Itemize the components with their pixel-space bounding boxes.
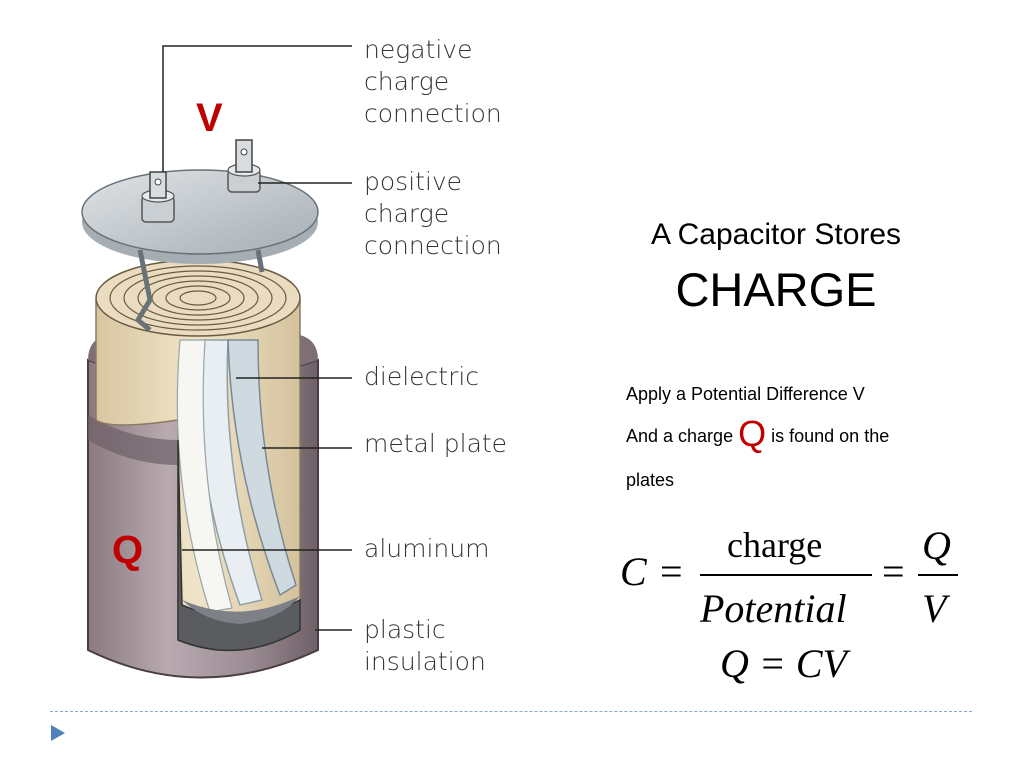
apply-text: Apply a Potential Difference V [626,384,865,404]
label-line: charge [364,67,450,96]
charge-sentence: And a charge Q is found on the [626,416,1006,452]
label-aluminum: aluminum [364,533,489,565]
leader-lines [162,45,352,631]
label-line: connection [364,99,502,128]
formula-fraction-bar-2 [918,574,958,576]
triangle-bullet-icon [51,725,65,741]
label-metal-plate: metal plate [364,428,507,460]
label-line: positive [364,167,463,196]
label-line: metal plate [364,429,508,458]
formula-fraction-bar-1 [700,574,872,576]
formula-v: V [922,586,947,631]
charge-q-symbol: Q [738,413,767,454]
plates-text: plates [626,470,675,490]
label-line: insulation [364,647,486,676]
capacitor-diagram [81,45,352,679]
aluminum-can [177,439,301,652]
label-positive-charge-connection: positive charge connection [364,166,502,262]
positive-terminal [227,139,261,193]
formula-q: Q [922,523,951,568]
footer-divider [50,711,972,712]
formula-numerator: charge [727,525,823,565]
charge-prefix: And a charge [626,426,734,446]
label-line: connection [364,231,502,260]
label-line: aluminum [364,534,490,563]
formula-lhs: C [620,549,647,594]
negative-terminal [141,171,175,223]
label-line: dielectric [364,362,480,391]
label-line: plastic [364,615,446,644]
charge-suffix: is found on the [771,426,890,446]
plate-layers [176,339,297,613]
charge-symbol: Q [112,528,144,572]
formula-second-line: Q = CV [720,641,847,686]
label-plastic-insulation: plastic insulation [364,614,486,678]
slide-title-line2: CHARGE [675,263,877,316]
label-dielectric: dielectric [364,361,479,393]
voltage-symbol: V [196,96,223,140]
label-negative-charge-connection: negative charge connection [364,34,502,130]
slide-title-line1: A Capacitor Stores [650,218,902,251]
label-line: charge [364,199,450,228]
formula-equals-1: = [660,549,683,594]
formula-denominator: Potential [700,586,847,631]
label-line: negative [364,35,473,64]
formula-equals-2: = [882,549,905,594]
